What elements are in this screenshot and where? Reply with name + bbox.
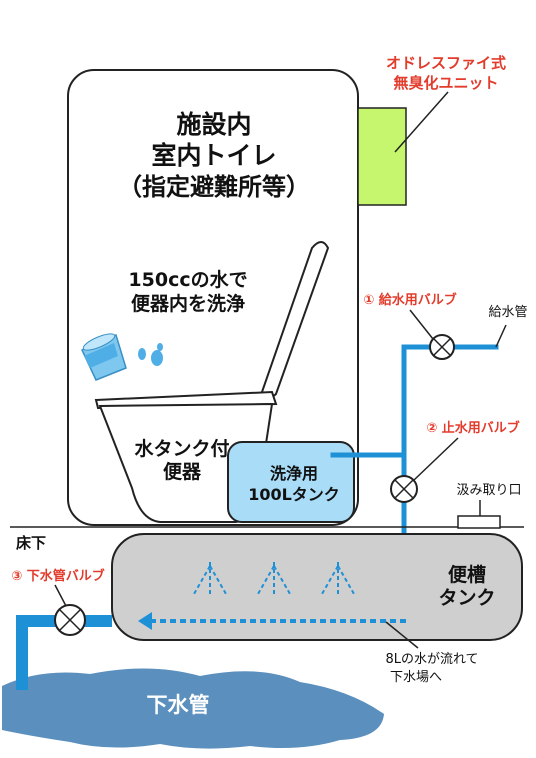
wash-tank-label-line2: 100Lタンク — [248, 485, 340, 504]
floor-label: 床下 — [16, 534, 46, 552]
facility-title-line3: （指定避難所等） — [118, 173, 310, 201]
stop-valve-leader-line — [413, 437, 459, 481]
deodorizer-label-line1: オドレスファイ式 — [386, 54, 506, 72]
septic-tank-label-line1: 便槽 — [448, 563, 486, 586]
toilet-label-line1: 水タンク付 — [134, 437, 229, 460]
facility-title-line2: 室内トイレ — [151, 141, 276, 170]
sewer-pipe-label: 下水管 — [147, 693, 210, 717]
flow-arrow-head — [138, 612, 152, 630]
supply-pipe-end-line — [495, 324, 507, 348]
flow-note-line1: 8Lの水が流れて — [385, 652, 478, 667]
wash-tank-label-line1: 洗浄用 — [270, 464, 318, 483]
wash-tank — [227, 441, 355, 523]
spray-nozzles — [193, 562, 355, 595]
flow-note-leader-line — [385, 621, 419, 649]
sewer-water — [2, 668, 384, 749]
pump-port-label: 汲み取り口 — [456, 483, 521, 498]
deodorizer-label-line2: 無臭化ユニット — [393, 74, 498, 92]
facility-title-line1: 施設内 — [176, 110, 251, 139]
flush-note-line1: 150ccの水で — [128, 269, 247, 291]
pump-port-cap — [457, 515, 501, 529]
sewer-valve-leader-line — [54, 584, 67, 607]
deodorizer-unit — [357, 107, 407, 206]
septic-tank-label-line2: タンク — [438, 587, 495, 609]
sewer-valve-label: ③ 下水管バルブ — [11, 568, 105, 584]
supply-valve-leader-line — [409, 309, 434, 340]
flush-note-line2: 便器内を洗浄 — [131, 292, 245, 315]
water-glass-icon — [80, 333, 127, 381]
deodorizer-leader-line — [394, 91, 449, 153]
supply-valve-label: ① 給水用バルブ — [363, 292, 457, 308]
toilet-label-line2: 便器 — [163, 461, 202, 483]
supply-valve-icon[interactable] — [429, 334, 455, 360]
septic-tank — [111, 533, 523, 641]
flow-note-line2: 下水場へ — [390, 670, 442, 685]
sewer-valve-icon[interactable] — [54, 604, 86, 636]
stop-valve-icon[interactable] — [390, 475, 418, 503]
stop-valve-label: ② 止水用バルブ — [426, 420, 520, 436]
supply-pipe-label: 給水管 — [488, 305, 527, 320]
water-drops-icon — [138, 343, 163, 366]
